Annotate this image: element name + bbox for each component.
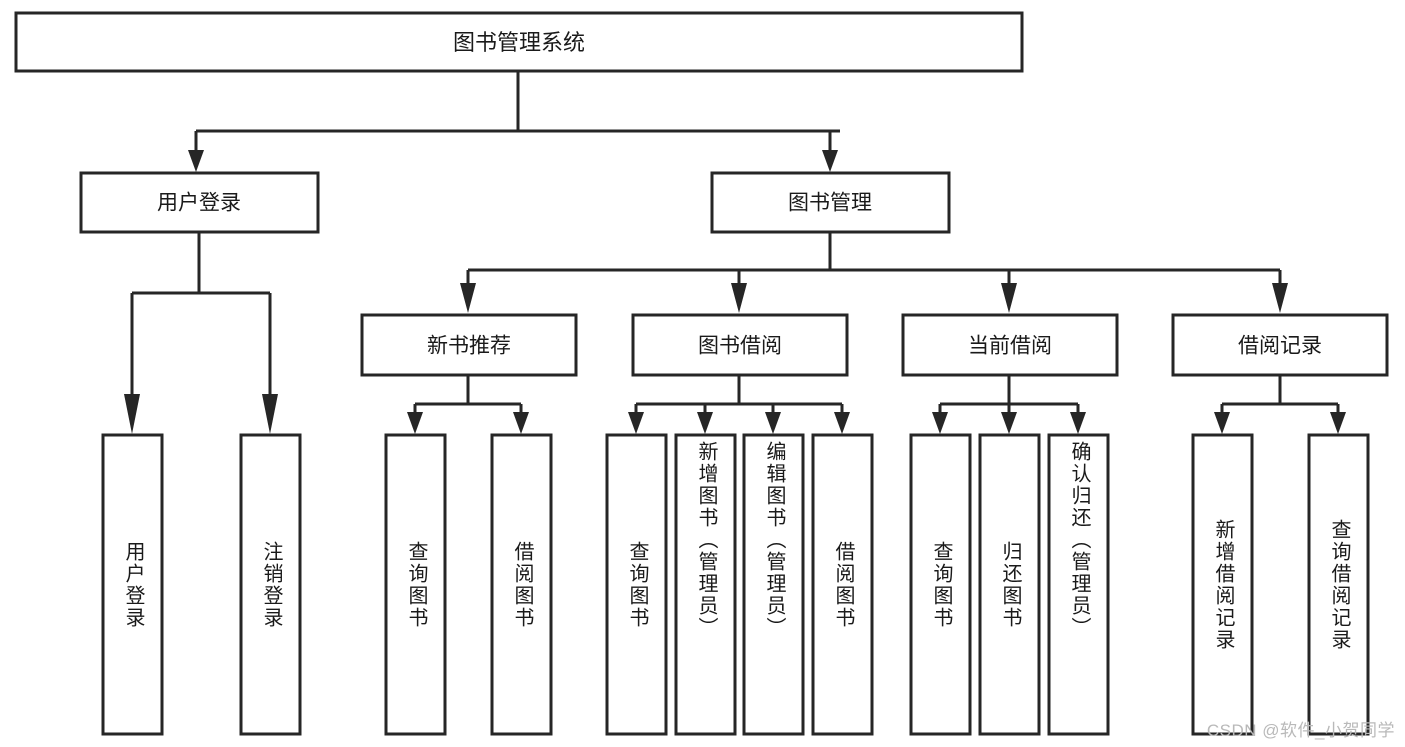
leaf-box-user-login-login: [101, 433, 164, 736]
node-current-borrow-label: 当前借阅: [968, 335, 1052, 358]
leaf-group-new-book-recommend: [384, 433, 553, 736]
leaf-box-records-query: [1307, 433, 1370, 736]
node-current-borrow[interactable]: 当前借阅: [901, 313, 1119, 377]
node-book-borrow[interactable]: 图书借阅: [631, 313, 849, 377]
node-new-book-recommend[interactable]: 新书推荐: [360, 313, 578, 377]
node-root-book-management-system[interactable]: 图书管理系统: [14, 11, 1024, 73]
node-new-book-recommend-label: 新书推荐: [427, 335, 511, 358]
leaf-box-user-login-logout: [239, 433, 302, 736]
connector-new-book-to-leaves: [407, 376, 529, 434]
leaf-box-new-book-query: [384, 433, 447, 736]
leaf-box-current-query: [909, 433, 972, 736]
leaf-group-current-borrow: [909, 433, 1110, 736]
node-user-login-label: 用户登录: [157, 192, 241, 215]
node-borrow-records-label: 借阅记录: [1238, 335, 1322, 358]
leaf-box-borrow-query: [605, 433, 668, 736]
csdn-watermark: CSDN @软件_小贺同学: [1206, 721, 1395, 740]
leaf-box-borrow-borrow: [811, 433, 874, 736]
leaf-group-book-borrow: [605, 433, 874, 736]
connector-current-to-leaves: [932, 376, 1086, 434]
node-user-login[interactable]: 用户登录: [79, 171, 320, 234]
leaf-box-current-return: [978, 433, 1041, 736]
leaf-group-borrow-records: [1191, 433, 1370, 736]
connector-user-login-to-leaves: [124, 233, 278, 434]
leaf-box-borrow-edit: [742, 433, 805, 736]
leaf-box-records-add: [1191, 433, 1254, 736]
node-book-borrow-label: 图书借阅: [698, 335, 782, 358]
leaf-box-borrow-add: [674, 433, 737, 736]
node-book-management[interactable]: 图书管理: [710, 171, 951, 234]
connector-records-to-leaves: [1214, 376, 1346, 434]
connector-book-mgmt-to-level3: [460, 233, 1288, 313]
node-borrow-records[interactable]: 借阅记录: [1171, 313, 1389, 377]
connector-root-to-level2: [188, 72, 840, 172]
node-book-management-label: 图书管理: [788, 192, 872, 215]
connector-borrow-to-leaves: [628, 376, 850, 434]
leaf-box-current-confirm: [1047, 433, 1110, 736]
node-root-label: 图书管理系统: [453, 30, 585, 55]
leaf-box-new-book-borrow: [490, 433, 553, 736]
leaf-group-user-login: [101, 433, 302, 736]
